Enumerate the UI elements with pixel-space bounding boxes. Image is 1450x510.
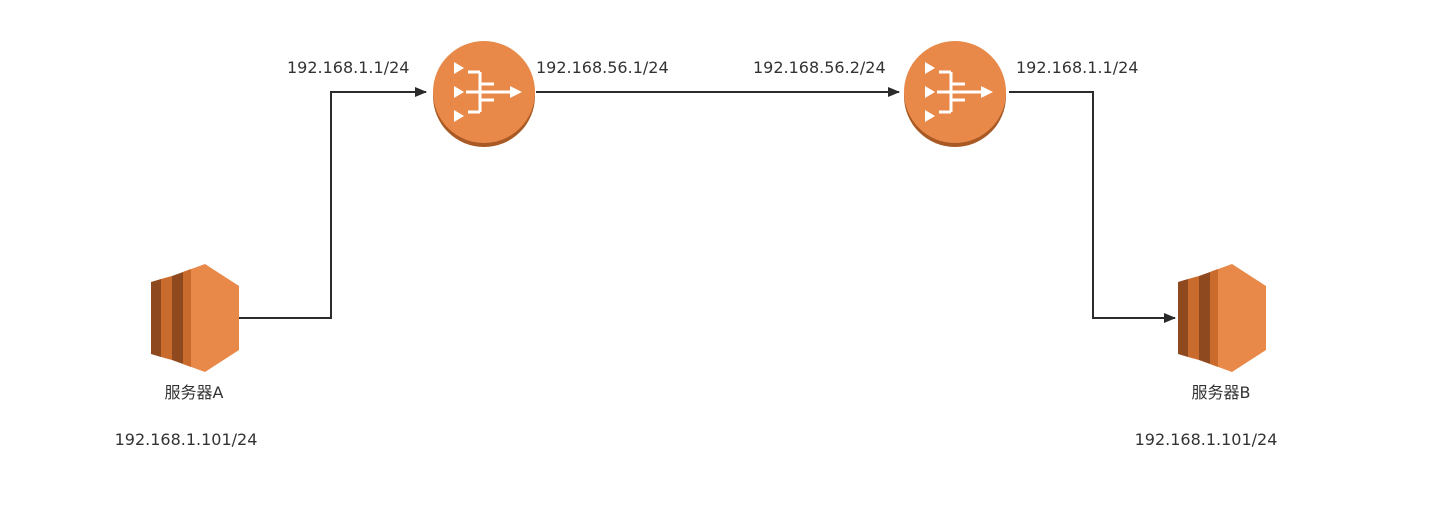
router-1-right-ip-label: 192.168.56.1/24 — [536, 58, 669, 77]
server-b-face — [1210, 264, 1266, 372]
router-2-icon[interactable] — [904, 41, 1006, 147]
server-b-bar-1 — [1178, 279, 1188, 357]
server-a-name-label: 服务器A — [165, 383, 224, 402]
router-2-glyph — [937, 70, 985, 114]
server-a-bar-3 — [172, 272, 183, 364]
router-1-arrows — [454, 62, 522, 122]
server-b-bar-2 — [1188, 276, 1199, 360]
server-b-ip-label: 192.168.1.101/24 — [1135, 430, 1278, 449]
router-1-glyph — [466, 70, 514, 114]
link-server-a-to-router-1 — [239, 87, 427, 319]
server-a-face — [183, 264, 239, 372]
router-1-left-ip-label: 192.168.1.1/24 — [287, 58, 409, 77]
server-a-icon[interactable] — [151, 264, 239, 372]
server-b-icon[interactable] — [1178, 264, 1266, 372]
link-router-2-to-server-b — [1009, 91, 1176, 323]
server-b-name-label: 服务器B — [1192, 383, 1251, 402]
server-a-face-side — [183, 269, 191, 367]
server-a-ip-label: 192.168.1.101/24 — [115, 430, 258, 449]
router-2-arrows — [925, 62, 993, 122]
server-a-bar-1 — [151, 279, 161, 357]
router-2-right-ip-label: 192.168.1.1/24 — [1016, 58, 1138, 77]
server-a-bar-2 — [161, 276, 172, 360]
router-1-icon[interactable] — [433, 41, 535, 147]
server-b-face-side — [1210, 269, 1218, 367]
router-2-left-ip-label: 192.168.56.2/24 — [753, 58, 886, 77]
connections — [239, 87, 1176, 323]
server-b-bar-3 — [1199, 272, 1210, 364]
